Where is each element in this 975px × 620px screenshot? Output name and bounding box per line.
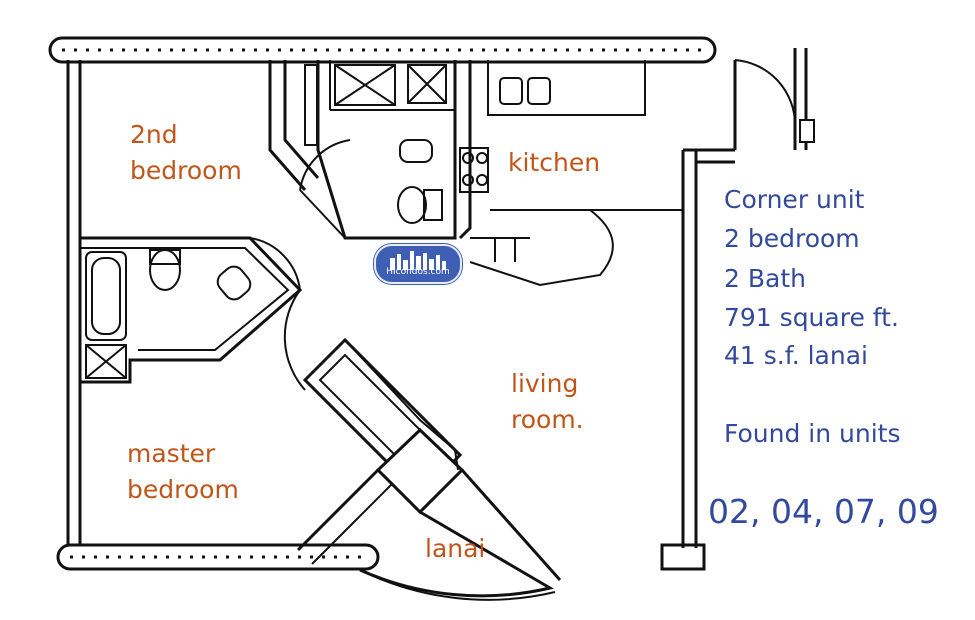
room-label-master-bedroom: master bedroom	[127, 436, 239, 508]
exterior-wall-left	[66, 60, 82, 550]
interior-walls-upper	[268, 60, 457, 240]
room-label-line: living	[511, 369, 579, 398]
kitchen-fixtures	[458, 60, 646, 287]
info-bedrooms: 2 bedroom	[724, 224, 860, 253]
room-label-line: master	[127, 439, 216, 468]
room-label-living-room: living room.	[511, 366, 584, 438]
skyline-icon	[390, 251, 446, 270]
info-lanai-area: 41 s.f. lanai	[724, 341, 868, 370]
info-unit-type: Corner unit	[724, 185, 865, 214]
room-label-lanai: lanai	[425, 534, 486, 563]
room-label-line: bedroom	[127, 475, 239, 504]
exterior-wall-top	[48, 36, 717, 64]
interior-walls-master-bath	[80, 236, 306, 391]
info-baths: 2 Bath	[724, 264, 806, 293]
hicondos-logo: HIcondos.com	[374, 244, 462, 284]
room-label-2nd-bedroom: 2nd bedroom	[130, 117, 242, 189]
logo-text: HIcondos.com	[386, 267, 450, 277]
diagonal-closet	[302, 337, 465, 515]
room-label-line: bedroom	[130, 156, 242, 185]
room-label-line: 2nd	[130, 120, 178, 149]
room-label-kitchen: kitchen	[508, 148, 601, 177]
room-label-line: room.	[511, 405, 584, 434]
info-area: 791 square ft.	[724, 303, 899, 332]
info-unit-numbers: 02, 04, 07, 09	[708, 492, 939, 531]
info-found-in: Found in units	[724, 419, 901, 448]
lanai-outline	[296, 468, 562, 601]
exterior-wall-bottom	[56, 543, 706, 571]
exterior-wall-right	[681, 48, 815, 548]
